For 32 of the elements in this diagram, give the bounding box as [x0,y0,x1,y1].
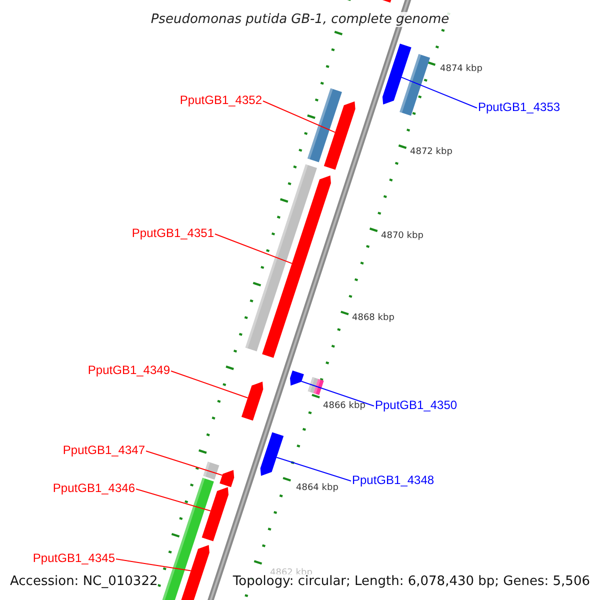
gene-label: PputGB1_4345 [32,551,115,565]
gene-label: PputGB1_4353 [478,100,560,114]
gene-label: PputGB1_4349 [88,363,170,377]
gene-block [220,470,234,488]
scale-label: 4870 kbp [381,231,424,242]
gene-block [202,487,228,542]
gene-label: PputGB1_4351 [132,226,214,240]
gene-block [262,176,331,358]
scale-label: 4874 kbp [440,64,482,75]
gene-block [290,370,304,386]
gene-label: PputGB1_4352 [180,93,262,107]
gene-label: PputGB1_4346 [52,481,135,495]
gene-block [260,432,284,476]
leader-line [170,370,248,398]
leader-line [262,100,336,133]
title: Pseudomonas putida GB-1, complete genome [148,12,452,27]
gene-label: PputGB1_4347 [62,443,145,457]
gene-label: PputGB1_4350 [375,398,458,412]
leader-line [136,488,212,512]
gene-block [324,101,356,170]
leader-line [276,456,352,482]
scale-label: 4864 kbp [296,483,338,494]
gene-block [241,382,264,421]
gene-block [382,44,412,104]
scale-label: 4868 kbp [352,313,394,324]
scale-label: 4866 kbp [323,401,366,412]
accession-text: Accession: NC_010322 [10,574,158,589]
genome-stats-text: Topology: circular; Length: 6,078,430 bp; Genes: 5,506 [232,574,590,589]
scale-label: 4872 kbp [410,147,452,158]
leader-line [214,234,292,264]
leader-line [146,450,223,476]
gene-label: PputGB1_4348 [352,473,434,487]
